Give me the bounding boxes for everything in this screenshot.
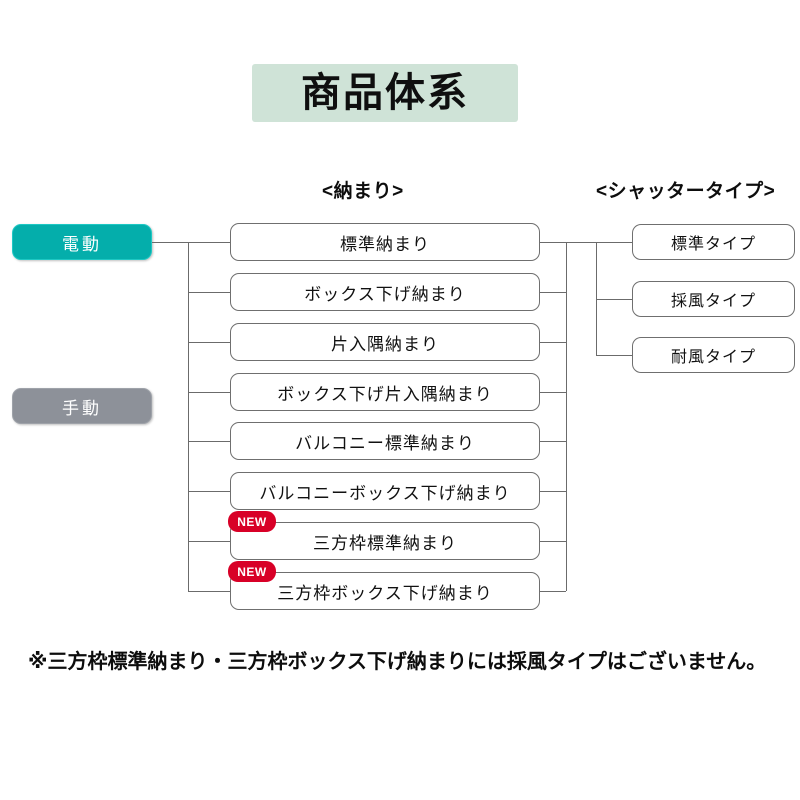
drive-mode-label-shudo: 手動 [62,398,102,418]
connector-left-branch [188,591,230,592]
osamari-box[interactable]: 片入隅納まり [230,323,540,361]
shutter-type-label: 採風タイプ [670,293,756,310]
connector-left-branch [188,491,230,492]
column-header-osamari: <納まり> [322,181,404,202]
page-title-banner: 商品体系 [252,64,518,122]
osamari-box[interactable]: バルコニー標準納まり [230,422,540,460]
connector-right-branch [540,292,566,293]
connector-bridge [566,242,596,243]
footnote: ※三方枠標準納まり・三方枠ボックス下げ納まりには採風タイプはございません。 [28,651,767,673]
connector-left-branch [188,342,230,343]
connector-left-trunk [188,242,189,591]
osamari-box[interactable]: 三方枠ボックス下げ納まり [230,572,540,610]
new-badge: NEW [228,511,276,532]
connector-left-branch [188,392,230,393]
shutter-type-box[interactable]: 採風タイプ [632,281,795,317]
connector-type-branch [596,355,632,356]
connector-right-branch [540,392,566,393]
shutter-type-box[interactable]: 耐風タイプ [632,337,795,373]
new-badge-label: NEW [237,564,267,579]
drive-mode-label-denki: 電動 [62,234,102,254]
osamari-box[interactable]: 標準納まり [230,223,540,261]
osamari-label: バルコニーボックス下げ納まり [259,483,511,503]
shutter-type-box[interactable]: 標準タイプ [632,224,795,260]
connector-right-branch [540,242,566,243]
drive-mode-button-shudo[interactable]: 手動 [12,388,152,424]
new-badge-label: NEW [237,514,267,529]
osamari-label: ボックス下げ片入隅納まり [277,384,493,404]
osamari-label: ボックス下げ納まり [304,284,466,304]
osamari-box[interactable]: ボックス下げ片入隅納まり [230,373,540,411]
connector-right-trunk [566,242,567,591]
osamari-box[interactable]: バルコニーボックス下げ納まり [230,472,540,510]
connector-denki-stub [152,242,188,243]
connector-left-branch [188,242,230,243]
osamari-label: 標準納まり [340,234,430,254]
osamari-box[interactable]: ボックス下げ納まり [230,273,540,311]
connector-type-branch [596,299,632,300]
osamari-label: バルコニー標準納まり [295,433,475,453]
new-badge: NEW [228,561,276,582]
connector-right-branch [540,491,566,492]
connector-right-branch [540,541,566,542]
connector-type-branch [596,242,632,243]
shutter-type-label: 耐風タイプ [670,349,756,366]
osamari-label: 三方枠ボックス下げ納まり [277,583,493,603]
drive-mode-button-denki[interactable]: 電動 [12,224,152,260]
connector-right-branch [540,591,566,592]
osamari-box[interactable]: 三方枠標準納まり [230,522,540,560]
connector-left-branch [188,541,230,542]
connector-left-branch [188,292,230,293]
column-header-shutter-type: <シャッタータイプ> [596,181,776,202]
connector-left-branch [188,441,230,442]
osamari-label: 片入隅納まり [331,334,439,354]
connector-right-branch [540,441,566,442]
osamari-label: 三方枠標準納まり [313,533,457,553]
connector-right-branch [540,342,566,343]
shutter-type-label: 標準タイプ [670,236,756,253]
page-title: 商品体系 [301,71,469,115]
